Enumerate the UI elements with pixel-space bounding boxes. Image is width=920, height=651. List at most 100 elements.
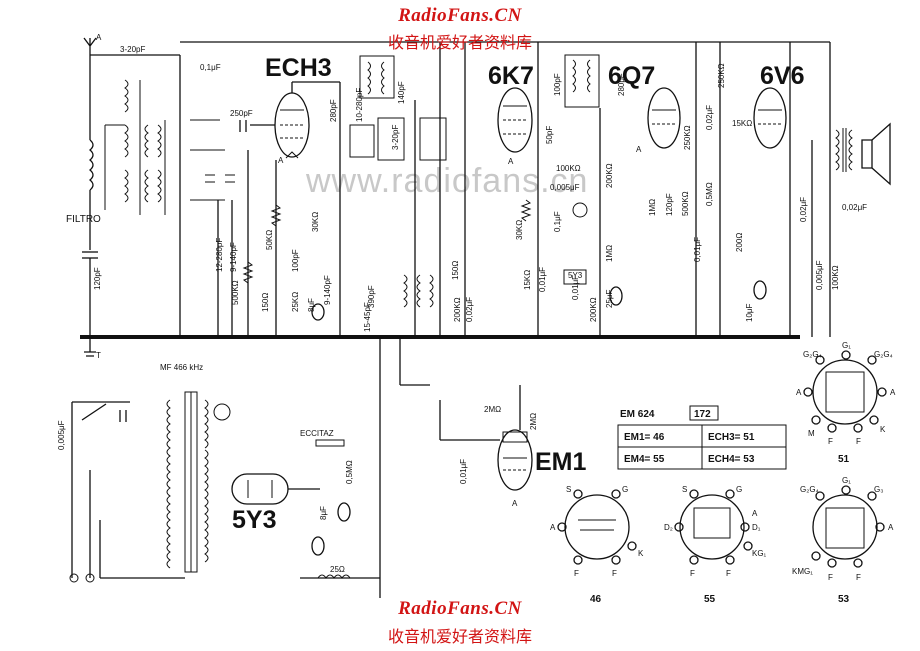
svg-text:F: F [828,573,833,582]
ground-icon [84,337,96,357]
6v6-tube-symbol [753,87,787,149]
svg-text:120pF: 120pF [665,193,674,216]
svg-text:200KΩ: 200KΩ [605,163,614,188]
svg-text:9-140pF: 9-140pF [323,275,332,305]
svg-text:G: G [736,485,742,494]
svg-text:A: A [888,523,894,532]
svg-text:K: K [880,425,886,434]
legend-cell: EM4= 55 [624,454,665,465]
svg-text:0,02μF: 0,02μF [465,297,474,322]
svg-text:50KΩ: 50KΩ [265,230,274,250]
antenna-section: A FILTRO 120pF T 3-20pF 0,1μF [66,33,221,360]
tube-legend: EM 624 172 EM1= 46 ECH3= 51 EM4= 55 ECH4… [617,405,787,470]
svg-text:8μF: 8μF [319,506,328,520]
svg-text:25μF: 25μF [605,289,614,308]
svg-text:200Ω: 200Ω [735,233,744,252]
socket-diagram [679,494,745,560]
speaker-section [835,122,891,186]
svg-text:8μF: 8μF [307,298,316,312]
pilot-lamp-icon [213,403,231,421]
svg-text:A: A [278,156,284,165]
svg-text:F: F [690,569,695,578]
socket-number: 51 [838,454,850,465]
svg-text:0,5MΩ: 0,5MΩ [705,182,714,206]
svg-text:G₃: G₃ [874,485,883,494]
svg-text:F: F [726,569,731,578]
svg-text:G₁: G₁ [842,341,851,350]
svg-text:G₁: G₁ [842,476,851,485]
ech3-stage: ECH3 A 250pF 280pF 50KΩ 500KΩ 150Ω 100pF… [230,54,364,337]
svg-text:30KΩ: 30KΩ [311,212,320,232]
speaker-icon [861,139,873,169]
svg-text:200KΩ: 200KΩ [453,297,462,322]
detector-network: 100KΩ 0,005μF 0,1μF 0,01μF 5Y3 200KΩ 25μ… [550,108,623,337]
svg-text:0,01μF: 0,01μF [571,275,580,300]
svg-text:0,1μF: 0,1μF [200,63,221,72]
svg-text:G: G [622,485,628,494]
svg-text:15-45pF: 15-45pF [363,302,372,332]
svg-text:D₁: D₁ [752,523,761,532]
socket-number: 46 [590,594,602,605]
watermark-brand-top: RadioFans.CN [398,5,522,26]
svg-text:0,005μF: 0,005μF [815,260,824,290]
svg-text:9-140pF: 9-140pF [229,242,238,272]
svg-text:0,02μF: 0,02μF [799,197,808,222]
svg-text:100pF: 100pF [291,249,300,272]
antenna-trimmer-label: 3-20pF [120,45,145,54]
socket-51: G₂G₄ G₁ G₂G₄ A A M F F K 51 [796,341,896,465]
6v6-label: 6V6 [760,62,804,90]
legend-cell: ECH4= 53 [708,454,755,465]
svg-text:S: S [682,485,687,494]
svg-text:A: A [752,509,758,518]
svg-text:0,02μF: 0,02μF [842,203,867,212]
svg-text:A: A [550,523,556,532]
socket-diagram [564,494,630,560]
svg-text:G₂G₄: G₂G₄ [874,350,893,359]
svg-text:A: A [508,157,514,166]
svg-text:250KΩ: 250KΩ [717,63,726,88]
svg-text:0,01μF: 0,01μF [459,459,468,484]
svg-text:2MΩ: 2MΩ [529,413,538,430]
if-freq-label: MF 466 kHz [160,363,203,372]
svg-text:100KΩ: 100KΩ [831,265,840,290]
svg-text:0,01μF: 0,01μF [693,237,702,262]
svg-text:0,1μF: 0,1μF [553,211,562,232]
6q7-label: 6Q7 [608,62,655,90]
svg-text:A: A [636,145,642,154]
svg-text:15KΩ: 15KΩ [732,119,752,128]
6q7-tube-symbol [647,87,681,149]
svg-text:0,005μF: 0,005μF [57,420,66,450]
svg-text:K: K [638,549,644,558]
svg-text:140pF: 140pF [397,81,406,104]
oscillator-section: 140pF 3-20pF 9-140pF 15-45pF 390pF [323,42,447,337]
svg-text:10μF: 10μF [745,303,754,322]
svg-text:250KΩ: 250KΩ [683,125,692,150]
power-section: MF 466 kHz 0,005μF 5Y3 ECCITAZ 8μF 0,5MΩ… [57,337,430,598]
svg-text:0,5MΩ: 0,5MΩ [345,460,354,484]
svg-text:280pF: 280pF [329,99,338,122]
filter-coil [88,139,94,191]
rf-coil-bank: 12-280pF 9-140pF [104,79,238,337]
5y3-label: 5Y3 [232,506,276,534]
svg-text:A: A [890,388,896,397]
em1-stage: EM1 A 2MΩ 2MΩ 0,01μF [439,385,587,508]
svg-text:10-280pF: 10-280pF [355,88,364,122]
svg-text:0,02μF: 0,02μF [705,105,714,130]
svg-text:150Ω: 150Ω [261,293,270,312]
em1-label: EM1 [535,448,587,476]
svg-text:100KΩ: 100KΩ [556,164,581,173]
6q7-stage: 6Q7 A 250KΩ 1MΩ 120pF 500KΩ 0,5MΩ 0,01μF… [608,42,726,337]
ech3-label: ECH3 [265,54,332,82]
svg-text:0,005μF: 0,005μF [550,183,580,192]
watermark-brand-bottom: RadioFans.CN [398,598,522,619]
socket-number: 55 [704,594,716,605]
svg-text:25KΩ: 25KΩ [291,292,300,312]
svg-text:M: M [808,429,815,438]
svg-text:KG₁: KG₁ [752,549,767,558]
watermark-chinese-bottom: 收音机爱好者资料库 [387,627,532,646]
svg-text:F: F [856,437,861,446]
svg-text:250pF: 250pF [230,109,253,118]
socket-46: S G A F F K 46 [550,485,644,605]
svg-text:A: A [512,499,518,508]
